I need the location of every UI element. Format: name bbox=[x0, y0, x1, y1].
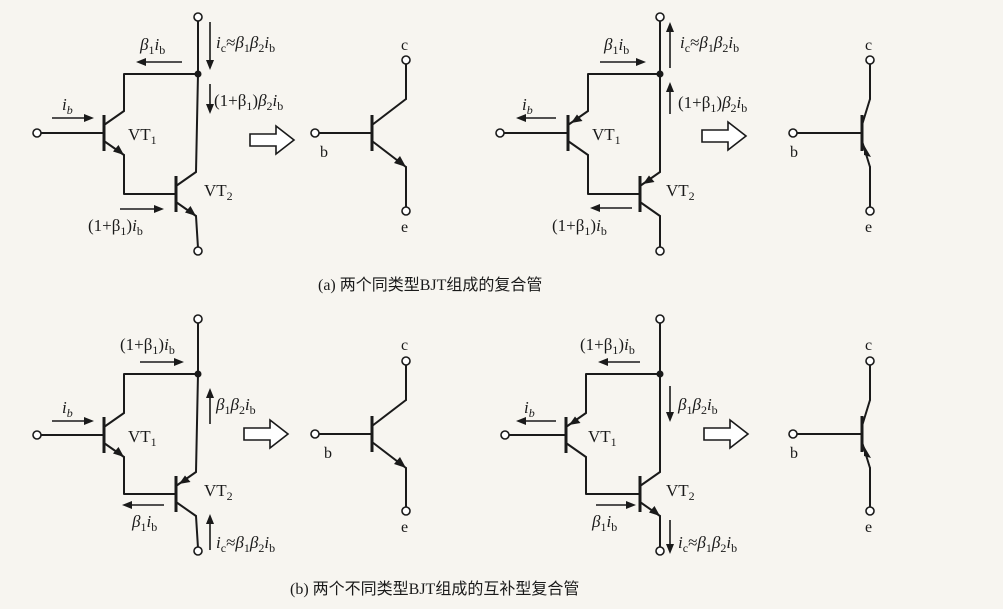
svg-text:VT1: VT1 bbox=[128, 427, 157, 449]
circuit-a-left: ib β1ib ic≈β1β2ib (1+β1)β2ib (1+β1)ib VT… bbox=[32, 12, 283, 256]
svg-text:e: e bbox=[401, 219, 408, 236]
svg-text:c: c bbox=[401, 37, 408, 54]
svg-text:c: c bbox=[865, 37, 872, 54]
svg-text:(1+β1)β2ib: (1+β1)β2ib bbox=[678, 93, 747, 115]
svg-text:ic≈β1β2ib: ic≈β1β2ib bbox=[216, 533, 275, 555]
svg-text:ic≈β1β2ib: ic≈β1β2ib bbox=[680, 33, 739, 55]
svg-text:(1+β1)ib: (1+β1)ib bbox=[88, 216, 143, 238]
svg-text:ib: ib bbox=[62, 398, 73, 420]
equivalence-arrow bbox=[701, 121, 747, 151]
svg-text:b: b bbox=[320, 144, 328, 161]
svg-text:(1+β1)ib: (1+β1)ib bbox=[552, 216, 607, 238]
caption-b: (b) 两个不同类型BJT组成的互补型复合管 bbox=[290, 580, 579, 598]
svg-text:β1β2ib: β1β2ib bbox=[677, 395, 718, 417]
equivalence-arrow bbox=[243, 419, 289, 449]
circuit-a-right: ib β1ib ic≈β1β2ib (1+β1)β2ib (1+β1)ib VT… bbox=[495, 12, 747, 256]
circuit-b-left: ib (1+β1)ib β1β2ib β1ib ic≈β1β2ib VT1 VT… bbox=[32, 314, 275, 556]
svg-text:b: b bbox=[324, 445, 332, 462]
svg-text:VT2: VT2 bbox=[666, 181, 695, 203]
svg-text:c: c bbox=[865, 337, 872, 354]
svg-text:VT2: VT2 bbox=[204, 181, 233, 203]
svg-text:VT2: VT2 bbox=[666, 481, 695, 503]
svg-text:e: e bbox=[401, 519, 408, 536]
equivalent-npn-a: b c e bbox=[310, 37, 411, 236]
svg-text:β1β2ib: β1β2ib bbox=[215, 395, 256, 417]
svg-text:e: e bbox=[865, 219, 872, 236]
svg-text:(1+β1)ib: (1+β1)ib bbox=[120, 335, 175, 357]
circuit-b-right: ib (1+β1)ib β1β2ib β1ib ic≈β1β2ib VT1 VT… bbox=[500, 314, 737, 556]
svg-text:VT1: VT1 bbox=[128, 125, 157, 147]
svg-text:ib: ib bbox=[522, 95, 533, 117]
svg-text:b: b bbox=[790, 445, 798, 462]
svg-text:VT1: VT1 bbox=[592, 125, 621, 147]
svg-text:ic≈β1β2ib: ic≈β1β2ib bbox=[678, 533, 737, 555]
equivalent-pnp-a: b c e bbox=[788, 37, 875, 236]
svg-text:VT1: VT1 bbox=[588, 427, 617, 449]
svg-text:β1ib: β1ib bbox=[603, 35, 629, 57]
equivalent-npn-b: b c e bbox=[310, 337, 411, 536]
svg-text:ib: ib bbox=[524, 398, 535, 420]
svg-text:ib: ib bbox=[62, 95, 73, 117]
svg-text:VT2: VT2 bbox=[204, 481, 233, 503]
svg-text:e: e bbox=[865, 519, 872, 536]
svg-text:β1ib: β1ib bbox=[139, 35, 165, 57]
emitter-terminal bbox=[193, 246, 203, 256]
svg-text:β1ib: β1ib bbox=[591, 512, 617, 534]
equivalence-arrow bbox=[703, 419, 749, 449]
collector-terminal bbox=[193, 12, 203, 22]
caption-a: (a) 两个同类型BJT组成的复合管 bbox=[318, 276, 542, 294]
svg-text:b: b bbox=[790, 144, 798, 161]
svg-text:ic≈β1β2ib: ic≈β1β2ib bbox=[216, 33, 275, 55]
svg-text:(1+β1)ib: (1+β1)ib bbox=[580, 335, 635, 357]
input-terminal bbox=[32, 128, 42, 138]
svg-text:(1+β1)β2ib: (1+β1)β2ib bbox=[214, 91, 283, 113]
equivalent-pnp-b: b c e bbox=[788, 337, 875, 536]
svg-text:c: c bbox=[401, 337, 408, 354]
svg-text:β1ib: β1ib bbox=[131, 512, 157, 534]
equivalence-arrow bbox=[249, 125, 295, 155]
